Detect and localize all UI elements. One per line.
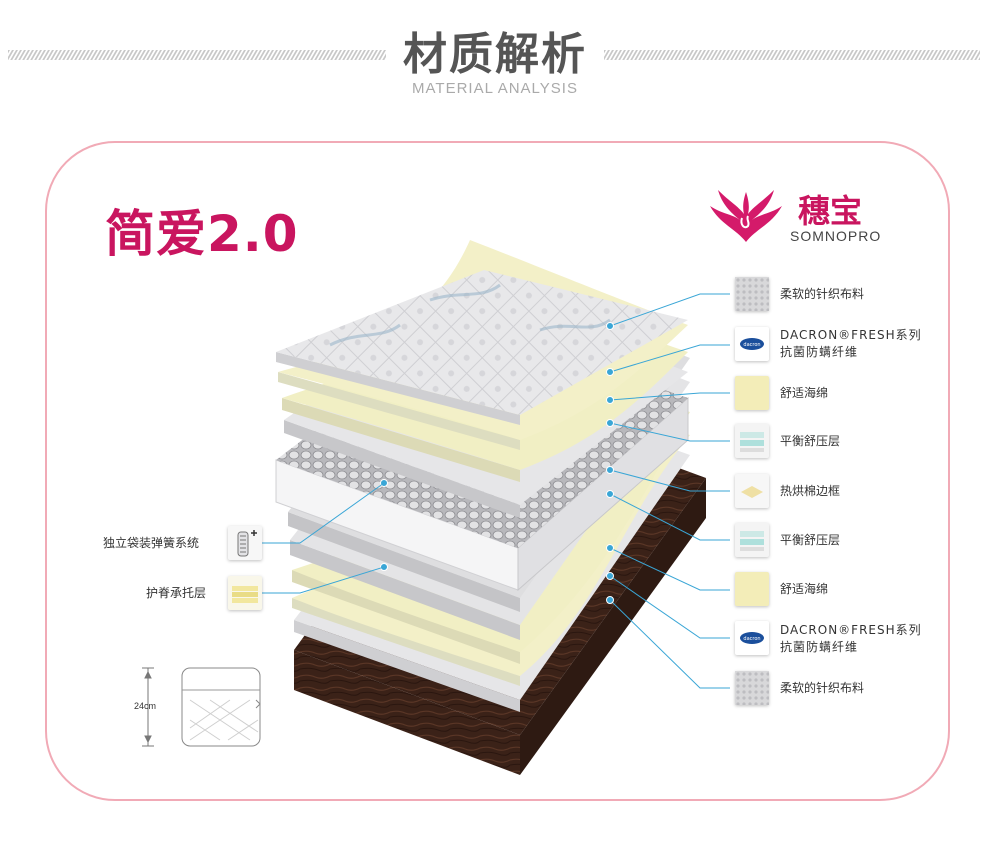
label-text: DACRON®FRESH系列: [780, 327, 922, 344]
label-text: 舒适海绵: [780, 386, 828, 400]
thickness-diagram: [142, 668, 260, 746]
label-text: 平衡舒压层: [780, 434, 840, 448]
left-label-spine-support: 护脊承托层: [146, 585, 206, 602]
knit-fabric-swatch-icon: [735, 671, 769, 705]
label-text: 平衡舒压层: [780, 533, 840, 547]
right-label-6: 平衡舒压层: [780, 532, 840, 549]
right-label-2: DACRON®FRESH系列 抗菌防螨纤维: [780, 327, 922, 361]
right-label-8: DACRON®FRESH系列 抗菌防螨纤维: [780, 622, 922, 656]
label-text: 护脊承托层: [146, 586, 206, 600]
pressure-layer-swatch-icon: [735, 424, 769, 458]
label-text: 柔软的针织布料: [780, 287, 864, 301]
label-text: 柔软的针织布料: [780, 681, 864, 695]
right-label-3: 舒适海绵: [780, 385, 828, 402]
sponge-swatch-icon: [735, 376, 769, 410]
right-label-9: 柔软的针织布料: [780, 680, 864, 697]
right-label-7: 舒适海绵: [780, 581, 828, 598]
label-text: 独立袋装弹簧系统: [103, 536, 199, 550]
spine-support-swatch-icon: [228, 576, 262, 610]
thickness-label: 24cm: [134, 701, 156, 711]
label-subtext: 抗菌防螨纤维: [780, 344, 922, 361]
right-label-1: 柔软的针织布料: [780, 286, 864, 303]
knit-fabric-swatch-icon: [735, 277, 769, 311]
svg-text:dacron: dacron: [743, 636, 760, 642]
svg-text:dacron: dacron: [743, 342, 760, 348]
right-label-5: 热烘棉边框: [780, 483, 840, 500]
dacron-logo-icon: dacron: [735, 327, 769, 361]
edge-frame-swatch-icon: [735, 474, 769, 508]
label-text: DACRON®FRESH系列: [780, 622, 922, 639]
left-label-pocket-spring: 独立袋装弹簧系统: [103, 535, 199, 552]
label-text: 舒适海绵: [780, 582, 828, 596]
pressure-layer-swatch-icon: [735, 523, 769, 557]
right-label-4: 平衡舒压层: [780, 433, 840, 450]
dacron-logo-icon: dacron: [735, 621, 769, 655]
label-subtext: 抗菌防螨纤维: [780, 639, 922, 656]
label-text: 热烘棉边框: [780, 484, 840, 498]
pocket-spring-icon: [228, 526, 262, 560]
sponge-swatch-icon: [735, 572, 769, 606]
